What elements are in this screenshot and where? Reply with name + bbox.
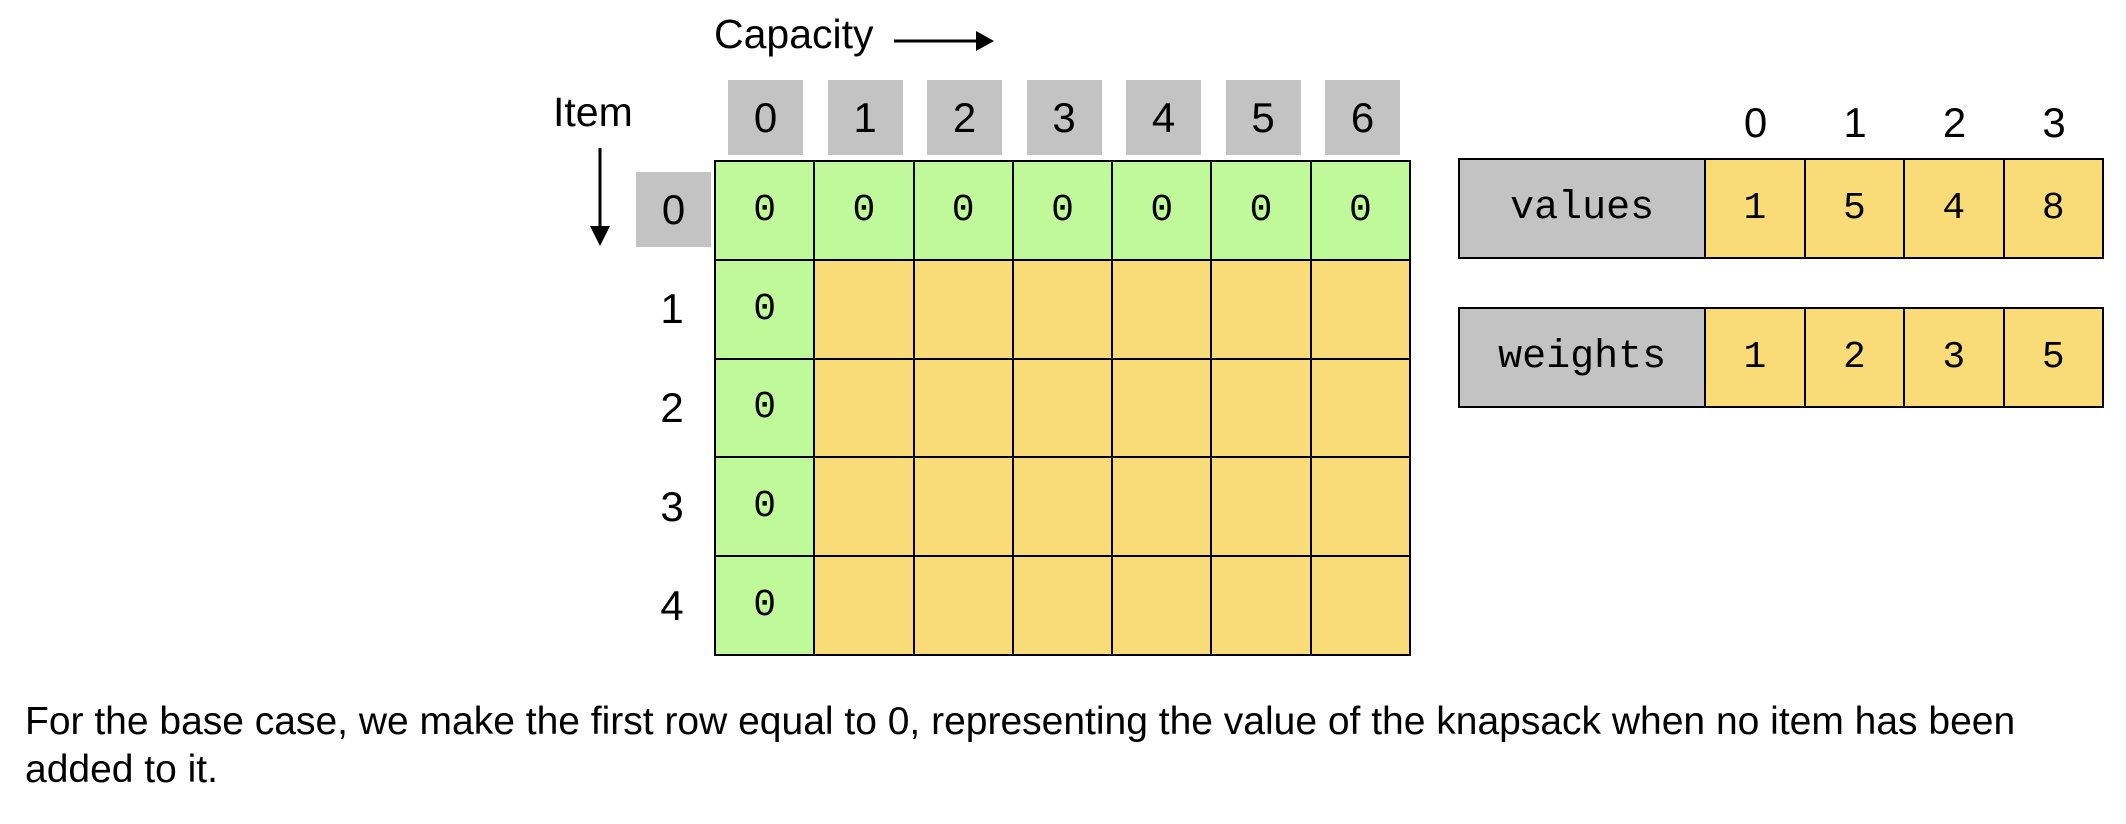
- table-cell: [1112, 259, 1212, 359]
- table-cell: 0: [1012, 161, 1113, 260]
- values-cell: 5: [1805, 160, 1906, 257]
- table-cell: 0: [913, 161, 1013, 260]
- table-cell: 0: [1112, 161, 1212, 260]
- item-header: 4: [660, 582, 684, 630]
- capacity-header: 0: [728, 80, 803, 155]
- table-cell: [814, 457, 914, 557]
- table-cell: [1012, 259, 1113, 359]
- capacity-header: 2: [927, 80, 1002, 155]
- table-cell: [1211, 457, 1311, 557]
- table-cell: 0: [715, 161, 815, 260]
- table-cell: [1012, 358, 1113, 458]
- values-array: values 1 5 4 8: [1458, 158, 2104, 259]
- values-label: values: [1460, 160, 1707, 257]
- table-cell: [913, 259, 1013, 359]
- table-cell: 0: [715, 457, 815, 557]
- table-cell: [814, 259, 914, 359]
- table-cell: [1310, 556, 1410, 655]
- weights-cell: 2: [1805, 309, 1906, 406]
- values-cell: 1: [1706, 160, 1806, 257]
- table-cell: [913, 358, 1013, 458]
- table-cell: [1211, 259, 1311, 359]
- array-index: 0: [1743, 99, 1768, 146]
- capacity-header: 5: [1225, 80, 1301, 155]
- table-cell: 0: [715, 259, 815, 359]
- table-cell: 0: [1211, 161, 1311, 260]
- array-index: 1: [1843, 99, 1867, 146]
- table-cell: [1112, 358, 1212, 458]
- table-cell: [1211, 358, 1311, 458]
- values-cell: 8: [2004, 160, 2103, 257]
- table-cell: [1310, 259, 1410, 359]
- item-arrow-icon: [590, 148, 610, 246]
- table-cell: [1310, 457, 1410, 557]
- table-cell: [814, 556, 914, 655]
- capacity-header: 3: [1026, 80, 1102, 155]
- item-label: Item: [553, 89, 633, 135]
- weights-cell: 5: [2004, 309, 2103, 406]
- table-cell: [1211, 556, 1311, 655]
- caption: For the base case, we make the first row…: [25, 700, 2016, 791]
- array-index: 2: [1942, 99, 1967, 146]
- item-header: 1: [660, 284, 684, 332]
- array-index: 3: [2042, 99, 2066, 146]
- capacity-header: 4: [1126, 80, 1201, 155]
- weights-cell: 3: [1905, 309, 2005, 406]
- table-cell: [913, 457, 1013, 557]
- table-cell: [913, 556, 1013, 655]
- weights-cell: 1: [1706, 309, 1806, 406]
- table-cell: [1112, 556, 1212, 655]
- table-cell: 0: [1310, 161, 1410, 260]
- table-cell: [1310, 358, 1410, 458]
- weights-array: weights 1 2 3 5: [1458, 307, 2104, 408]
- capacity-label: Capacity: [714, 11, 874, 57]
- table-cell: [1012, 457, 1113, 557]
- values-cell: 4: [1905, 160, 2005, 257]
- capacity-header: 6: [1325, 80, 1400, 155]
- item-header: 2: [660, 383, 684, 431]
- table-cell: 0: [715, 358, 815, 458]
- table-cell: [814, 358, 914, 458]
- table-cell: 0: [814, 161, 914, 260]
- table-cell: [1112, 457, 1212, 557]
- table-cell: 0: [715, 556, 815, 655]
- capacity-header: 1: [827, 80, 903, 155]
- item-header: 0: [636, 172, 711, 247]
- weights-label: weights: [1460, 309, 1707, 406]
- capacity-arrow-icon: [894, 31, 994, 51]
- item-header: 3: [660, 483, 684, 531]
- table-cell: [1012, 556, 1113, 655]
